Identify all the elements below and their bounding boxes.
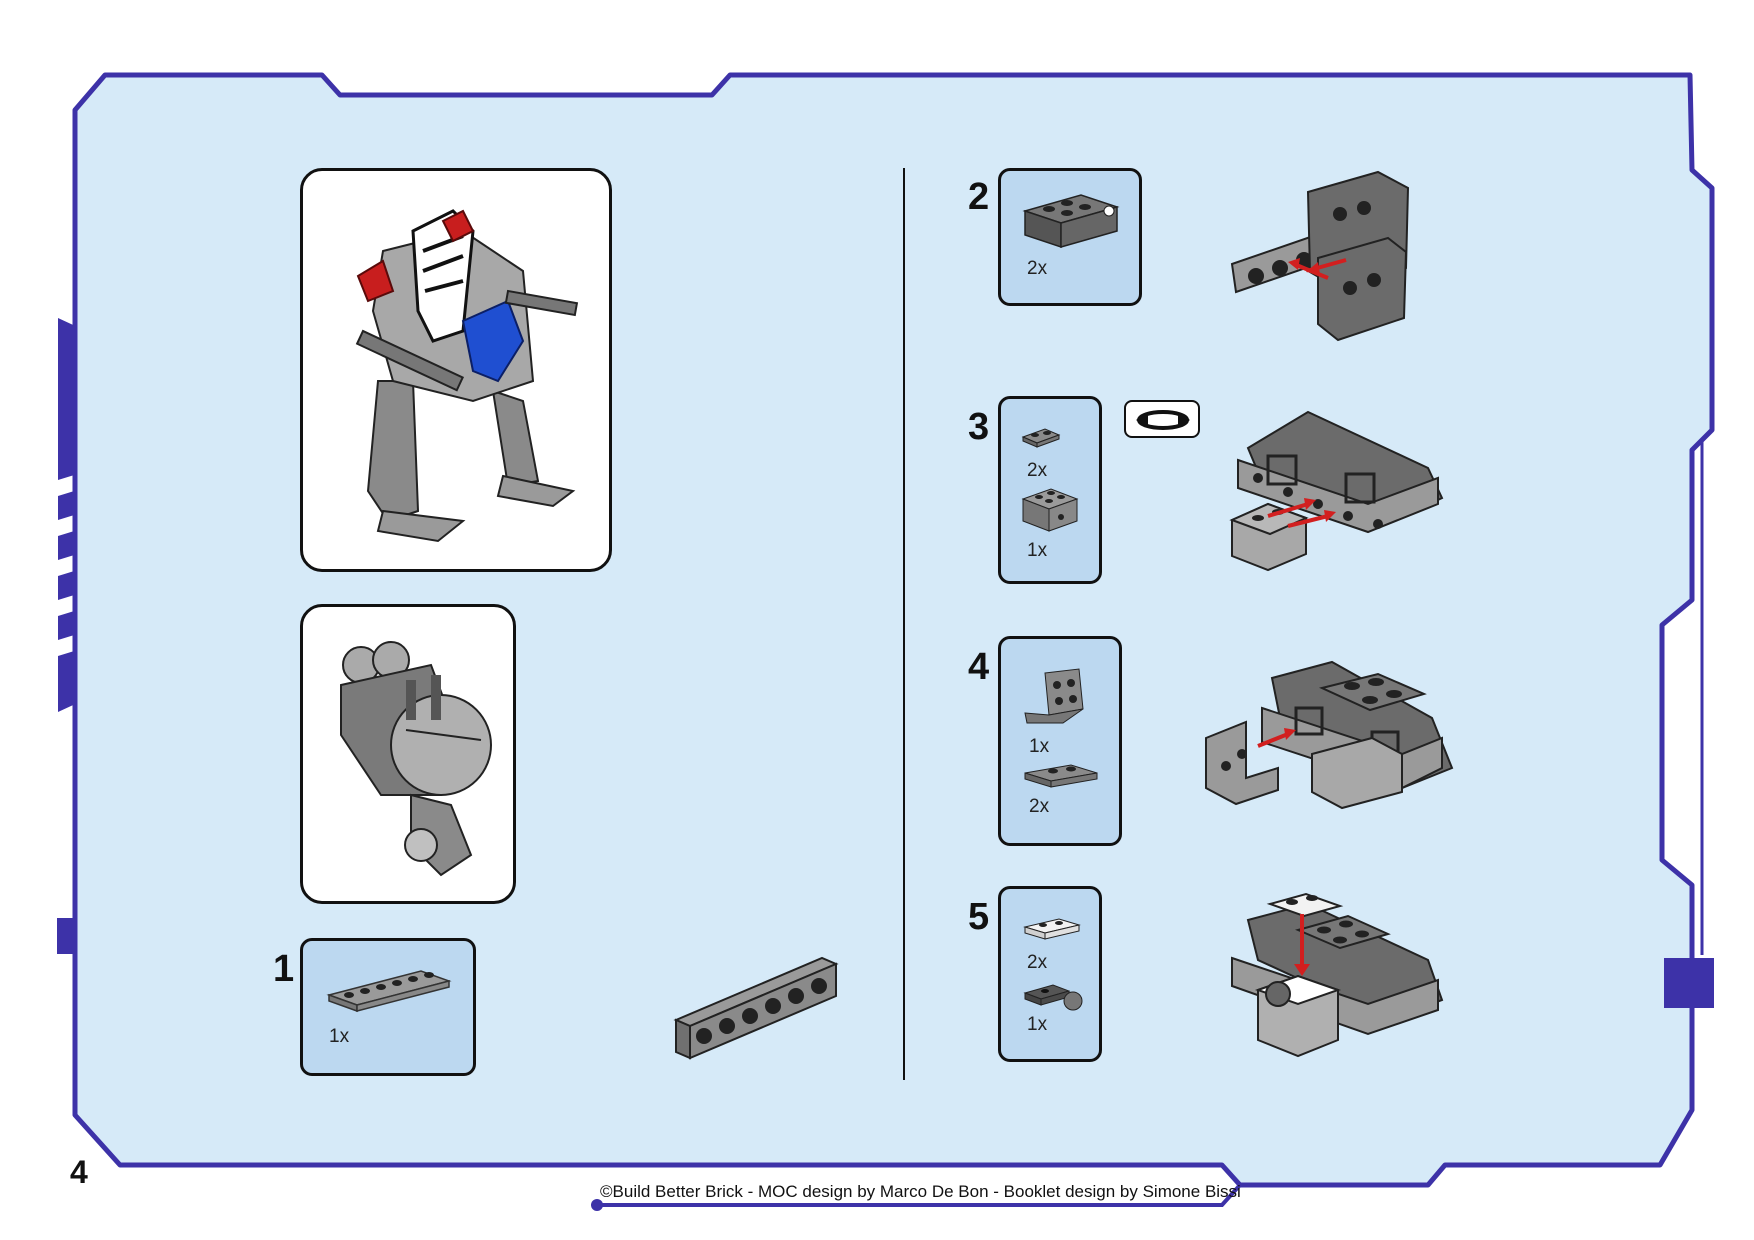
step-4-qty-2: 2x <box>1029 796 1050 817</box>
credits-line: ©Build Better Brick - MOC design by Marc… <box>600 1182 1241 1201</box>
step-5-number: 5 <box>968 896 990 938</box>
subassembly-preview <box>300 604 516 904</box>
step-2-assembly <box>1230 170 1410 342</box>
rotate-model-icon <box>1136 410 1190 430</box>
plate-1x2-white-icon <box>1023 918 1081 940</box>
page-number: 4 <box>70 1154 88 1190</box>
completed-model-preview <box>300 168 612 572</box>
plate-1x2-icon <box>1021 428 1061 448</box>
step-1-assembly <box>673 956 839 1060</box>
step-4-qty-1: 1x <box>1029 736 1050 757</box>
brick-pin-hole-icon <box>1022 194 1120 249</box>
mech-back-subassembly <box>340 641 492 877</box>
step-4-assembly <box>1205 660 1454 810</box>
plate-ball-icon <box>1023 984 1083 1011</box>
step-3-qty-2: 1x <box>1027 540 1048 561</box>
step-1-parts-box: 1x <box>300 938 476 1076</box>
brick-2x2-icon <box>1021 488 1079 532</box>
step-1-qty: 1x <box>329 1026 350 1047</box>
step-2-number: 2 <box>968 176 990 218</box>
step-5-qty-1: 2x <box>1027 952 1048 973</box>
plate-1x6-icon <box>326 970 452 1013</box>
completed-mech-model <box>355 209 579 543</box>
column-divider <box>903 168 905 1080</box>
step-4-parts-box: 1x 2x <box>998 636 1122 846</box>
step-2-qty: 2x <box>1027 258 1048 279</box>
step-5-assembly <box>1231 892 1444 1058</box>
step-5-parts-box: 2x 1x <box>998 886 1102 1062</box>
step-3-parts-box: 2x 1x <box>998 396 1102 584</box>
step-4-number: 4 <box>968 646 990 688</box>
bracket-2x2-icon <box>1024 668 1084 724</box>
step-2-parts-box: 2x <box>998 168 1142 306</box>
rotate-model-indicator <box>1124 400 1200 438</box>
step-3-qty-1: 2x <box>1027 460 1048 481</box>
step-3-assembly <box>1229 410 1444 572</box>
step-3-number: 3 <box>968 406 990 448</box>
step-1-number: 1 <box>273 948 295 990</box>
plate-1x2-icon <box>1024 764 1098 788</box>
step-5-qty-2: 1x <box>1027 1014 1048 1035</box>
